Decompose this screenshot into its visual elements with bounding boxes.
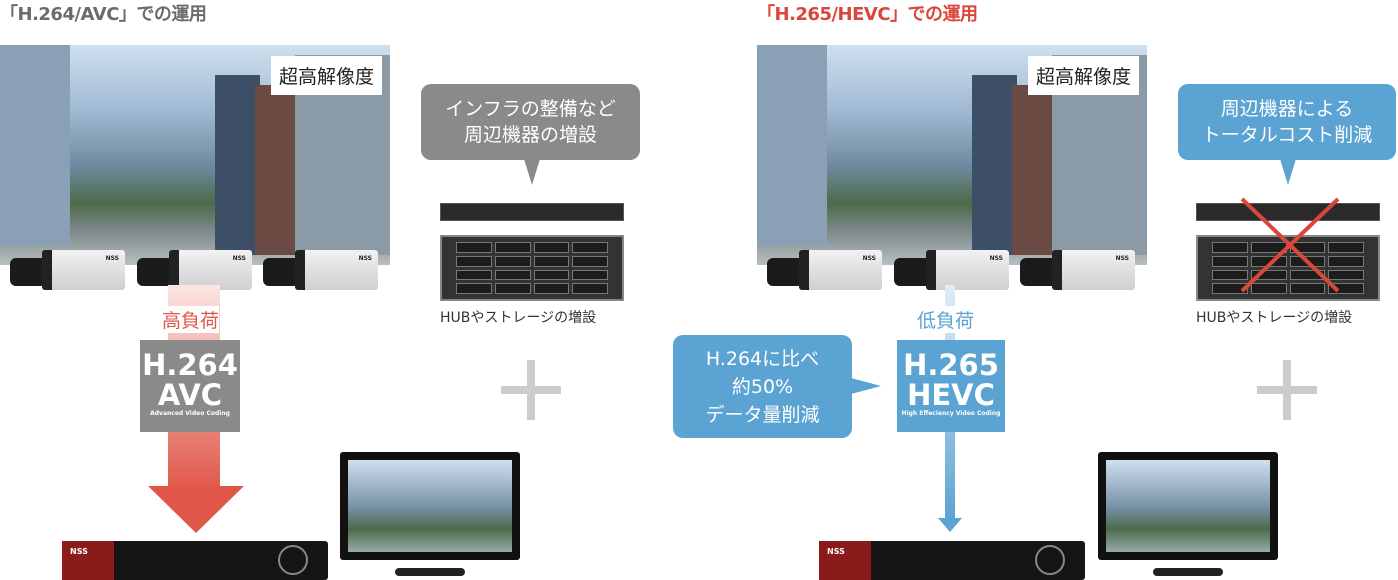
camera: NSS: [1020, 250, 1135, 290]
monitor: [1098, 452, 1278, 560]
monitor-stand: [1153, 568, 1223, 576]
resolution-label: 超高解像度: [270, 56, 382, 95]
data-reduction-bubble: H.264に比べ 約50% データ量削減: [673, 335, 852, 438]
monitor-stand: [395, 568, 465, 576]
camera: NSS: [263, 250, 378, 290]
high-load-label: 高負荷: [162, 306, 220, 333]
bubble-tail: [851, 378, 881, 394]
right-title: 「H.265/HEVC」での運用: [757, 4, 978, 25]
cross-mark-icon: [1240, 197, 1340, 293]
storage-unit: [440, 235, 624, 301]
camera: NSS: [767, 250, 882, 290]
plus-icon: [527, 360, 535, 420]
network-switch: [1196, 203, 1380, 221]
resolution-label: 超高解像度: [1027, 56, 1139, 95]
storage-unit: [1196, 235, 1380, 301]
plus-icon: [1283, 360, 1291, 420]
left-city-photo: 超高解像度: [0, 45, 390, 265]
bubble-line: 約50%: [731, 375, 794, 398]
camera: NSS: [894, 250, 1009, 290]
infrastructure-bubble: インフラの整備など 周辺機器の増設: [421, 84, 640, 160]
bubble-line: 周辺機器による: [1220, 98, 1354, 120]
nvr-recorder: NSS: [819, 541, 1085, 580]
bubble-line: 周辺機器の増設: [463, 124, 597, 146]
high-load-arrow-head: [148, 486, 244, 533]
bubble-line: H.264に比べ: [705, 347, 820, 370]
low-load-label: 低負荷: [917, 306, 975, 333]
left-title: 「H.264/AVC」での運用: [0, 4, 207, 25]
bubble-line: トータルコスト削減: [1201, 124, 1373, 146]
camera: NSS: [10, 250, 125, 290]
monitor: [340, 452, 520, 560]
equipment-caption: HUBやストレージの増設: [440, 310, 597, 326]
nvr-recorder: NSS: [62, 541, 328, 580]
bubble-line: インフラの整備など: [445, 98, 616, 120]
camera: NSS: [137, 250, 252, 290]
bubble-line: データ量削減: [705, 403, 820, 426]
low-load-arrow-head: [938, 518, 962, 532]
equipment-caption: HUBやストレージの増設: [1196, 310, 1353, 326]
right-city-photo: 超高解像度: [757, 45, 1147, 265]
bubble-tail: [524, 159, 540, 185]
bubble-tail: [1280, 159, 1296, 185]
network-switch: [440, 203, 624, 221]
cost-reduction-bubble: 周辺機器による トータルコスト削減: [1178, 84, 1396, 160]
